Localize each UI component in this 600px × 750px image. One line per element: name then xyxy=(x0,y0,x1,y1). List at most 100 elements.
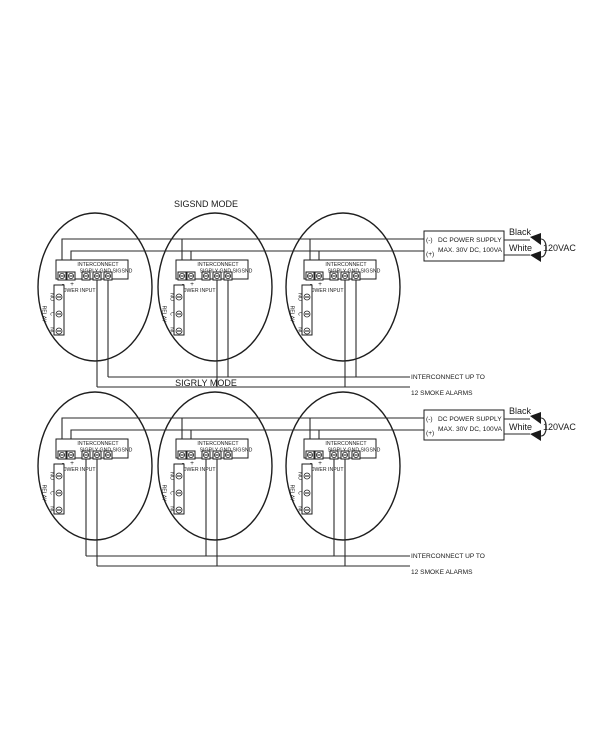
relay-contact-label: NC xyxy=(49,506,55,514)
dc-power-supply-box xyxy=(423,409,505,441)
ac-plug-icon xyxy=(530,430,541,441)
black-wire-label: Black xyxy=(509,406,532,416)
sigsnd-mode-diagram: INTERCONNECTSIGRLY GND SIGSND-+POWER INP… xyxy=(37,212,576,397)
screw-terminal-icon xyxy=(330,272,337,279)
screw-terminal-icon xyxy=(224,451,231,458)
relay-contact-label: NC xyxy=(49,327,55,335)
screw-terminal-icon xyxy=(187,451,194,458)
screw-terminal-icon xyxy=(306,451,313,458)
screw-terminal-icon xyxy=(55,327,63,335)
power-minus-wire xyxy=(181,238,265,260)
relay-terminal-strip xyxy=(53,284,65,336)
power-input-label: POWER INPUT xyxy=(59,288,96,294)
relay-terminal-strip xyxy=(173,463,185,515)
interconnect-label: INTERCONNECT xyxy=(197,441,239,447)
screw-terminal-icon xyxy=(55,506,63,514)
relay-terminal-strip xyxy=(173,284,185,336)
relay-contact-label: C xyxy=(169,312,175,316)
screw-terminal-icon xyxy=(59,451,66,458)
screw-terminal-icon xyxy=(175,293,183,301)
psu-plus-label: (+) xyxy=(426,251,434,258)
alarm-housing-outline xyxy=(285,212,401,362)
power-minus-wire xyxy=(61,417,145,439)
interconnect-note-line2: 12 SMOKE ALARMS xyxy=(411,390,473,397)
relay-contact-label: NO xyxy=(49,293,55,301)
relay-contact-label: NC xyxy=(297,327,303,335)
screw-terminal-icon xyxy=(303,506,311,514)
relay-contact-label: NC xyxy=(169,327,175,335)
relay-terminal-strip xyxy=(53,463,65,515)
screw-terminal-icon xyxy=(175,327,183,335)
polarity-plus: + xyxy=(318,281,322,288)
screw-terminal-icon xyxy=(55,489,63,497)
power-plus-wire xyxy=(190,250,265,260)
relay-contact-label: C xyxy=(297,491,303,495)
screw-terminal-icon xyxy=(303,489,311,497)
psu-line1: DC POWER SUPPLY xyxy=(438,416,502,423)
screw-terminal-icon xyxy=(341,272,348,279)
screw-terminal-icon xyxy=(341,451,348,458)
polarity-plus: + xyxy=(70,281,74,288)
relay-label: RELAY xyxy=(41,485,47,502)
screw-terminal-icon xyxy=(175,506,183,514)
screw-terminal-icon xyxy=(175,310,183,318)
relay-label: RELAY xyxy=(161,306,167,323)
alarm-housing-outline xyxy=(157,212,273,362)
ac-cord xyxy=(540,238,547,258)
screw-terminal-icon xyxy=(352,272,359,279)
interconnect-note-line2: 12 SMOKE ALARMS xyxy=(411,569,473,576)
ac-voltage-label: 120VAC xyxy=(543,243,576,253)
relay-contact-label: NO xyxy=(297,293,303,301)
screw-terminal-icon xyxy=(202,272,209,279)
screw-terminal-icon xyxy=(68,451,75,458)
screw-terminal-icon xyxy=(303,472,311,480)
screw-terminal-icon xyxy=(303,327,311,335)
screw-terminal-icon xyxy=(175,489,183,497)
black-wire-label: Black xyxy=(509,227,532,237)
power-input-label: POWER INPUT xyxy=(307,467,344,473)
psu-minus-label: (-) xyxy=(426,237,433,244)
relay-label: RELAY xyxy=(289,306,295,323)
ac-plug-icon xyxy=(530,233,541,245)
relay-label: RELAY xyxy=(289,485,295,502)
screw-terminal-icon xyxy=(59,272,66,279)
interconnect-label: INTERCONNECT xyxy=(325,262,367,268)
screw-terminal-icon xyxy=(55,472,63,480)
power-plus-wire xyxy=(318,429,393,439)
power-plus-wire xyxy=(318,250,393,260)
sigrly-mode-title: SIGRLY MODE xyxy=(175,378,237,388)
polarity-plus: + xyxy=(70,460,74,467)
screw-terminal-icon xyxy=(178,451,185,458)
relay-contact-label: NO xyxy=(49,472,55,480)
interconnect-label: INTERCONNECT xyxy=(325,441,367,447)
screw-terminal-icon xyxy=(303,310,311,318)
relay-contact-label: C xyxy=(169,491,175,495)
screw-terminal-icon xyxy=(94,451,101,458)
screw-terminal-icon xyxy=(178,272,185,279)
ac-cord xyxy=(540,417,547,437)
interconnect-note-line1: INTERCONNECT UP TO xyxy=(411,553,485,560)
alarm-housing-outline xyxy=(37,212,153,362)
screw-terminal-icon xyxy=(105,451,112,458)
polarity-plus: + xyxy=(190,281,194,288)
relay-contact-label: C xyxy=(49,312,55,316)
relay-label: RELAY xyxy=(161,485,167,502)
screw-terminal-icon xyxy=(352,451,359,458)
power-plus-wire xyxy=(190,429,265,439)
relay-contact-label: NO xyxy=(297,472,303,480)
white-wire-label: White xyxy=(509,243,532,253)
interconnect-label: INTERCONNECT xyxy=(77,262,119,268)
screw-terminal-icon xyxy=(94,272,101,279)
interconnect-label: INTERCONNECT xyxy=(197,262,239,268)
power-minus-wire xyxy=(181,417,265,439)
screw-terminal-icon xyxy=(83,451,90,458)
relay-contact-label: NO xyxy=(169,293,175,301)
screw-terminal-icon xyxy=(68,272,75,279)
power-minus-wire xyxy=(309,417,393,439)
screw-terminal-icon xyxy=(105,272,112,279)
power-input-label: POWER INPUT xyxy=(307,288,344,294)
ac-voltage-label: 120VAC xyxy=(543,422,576,432)
power-minus-wire xyxy=(309,238,393,260)
power-minus-wire xyxy=(61,238,145,260)
